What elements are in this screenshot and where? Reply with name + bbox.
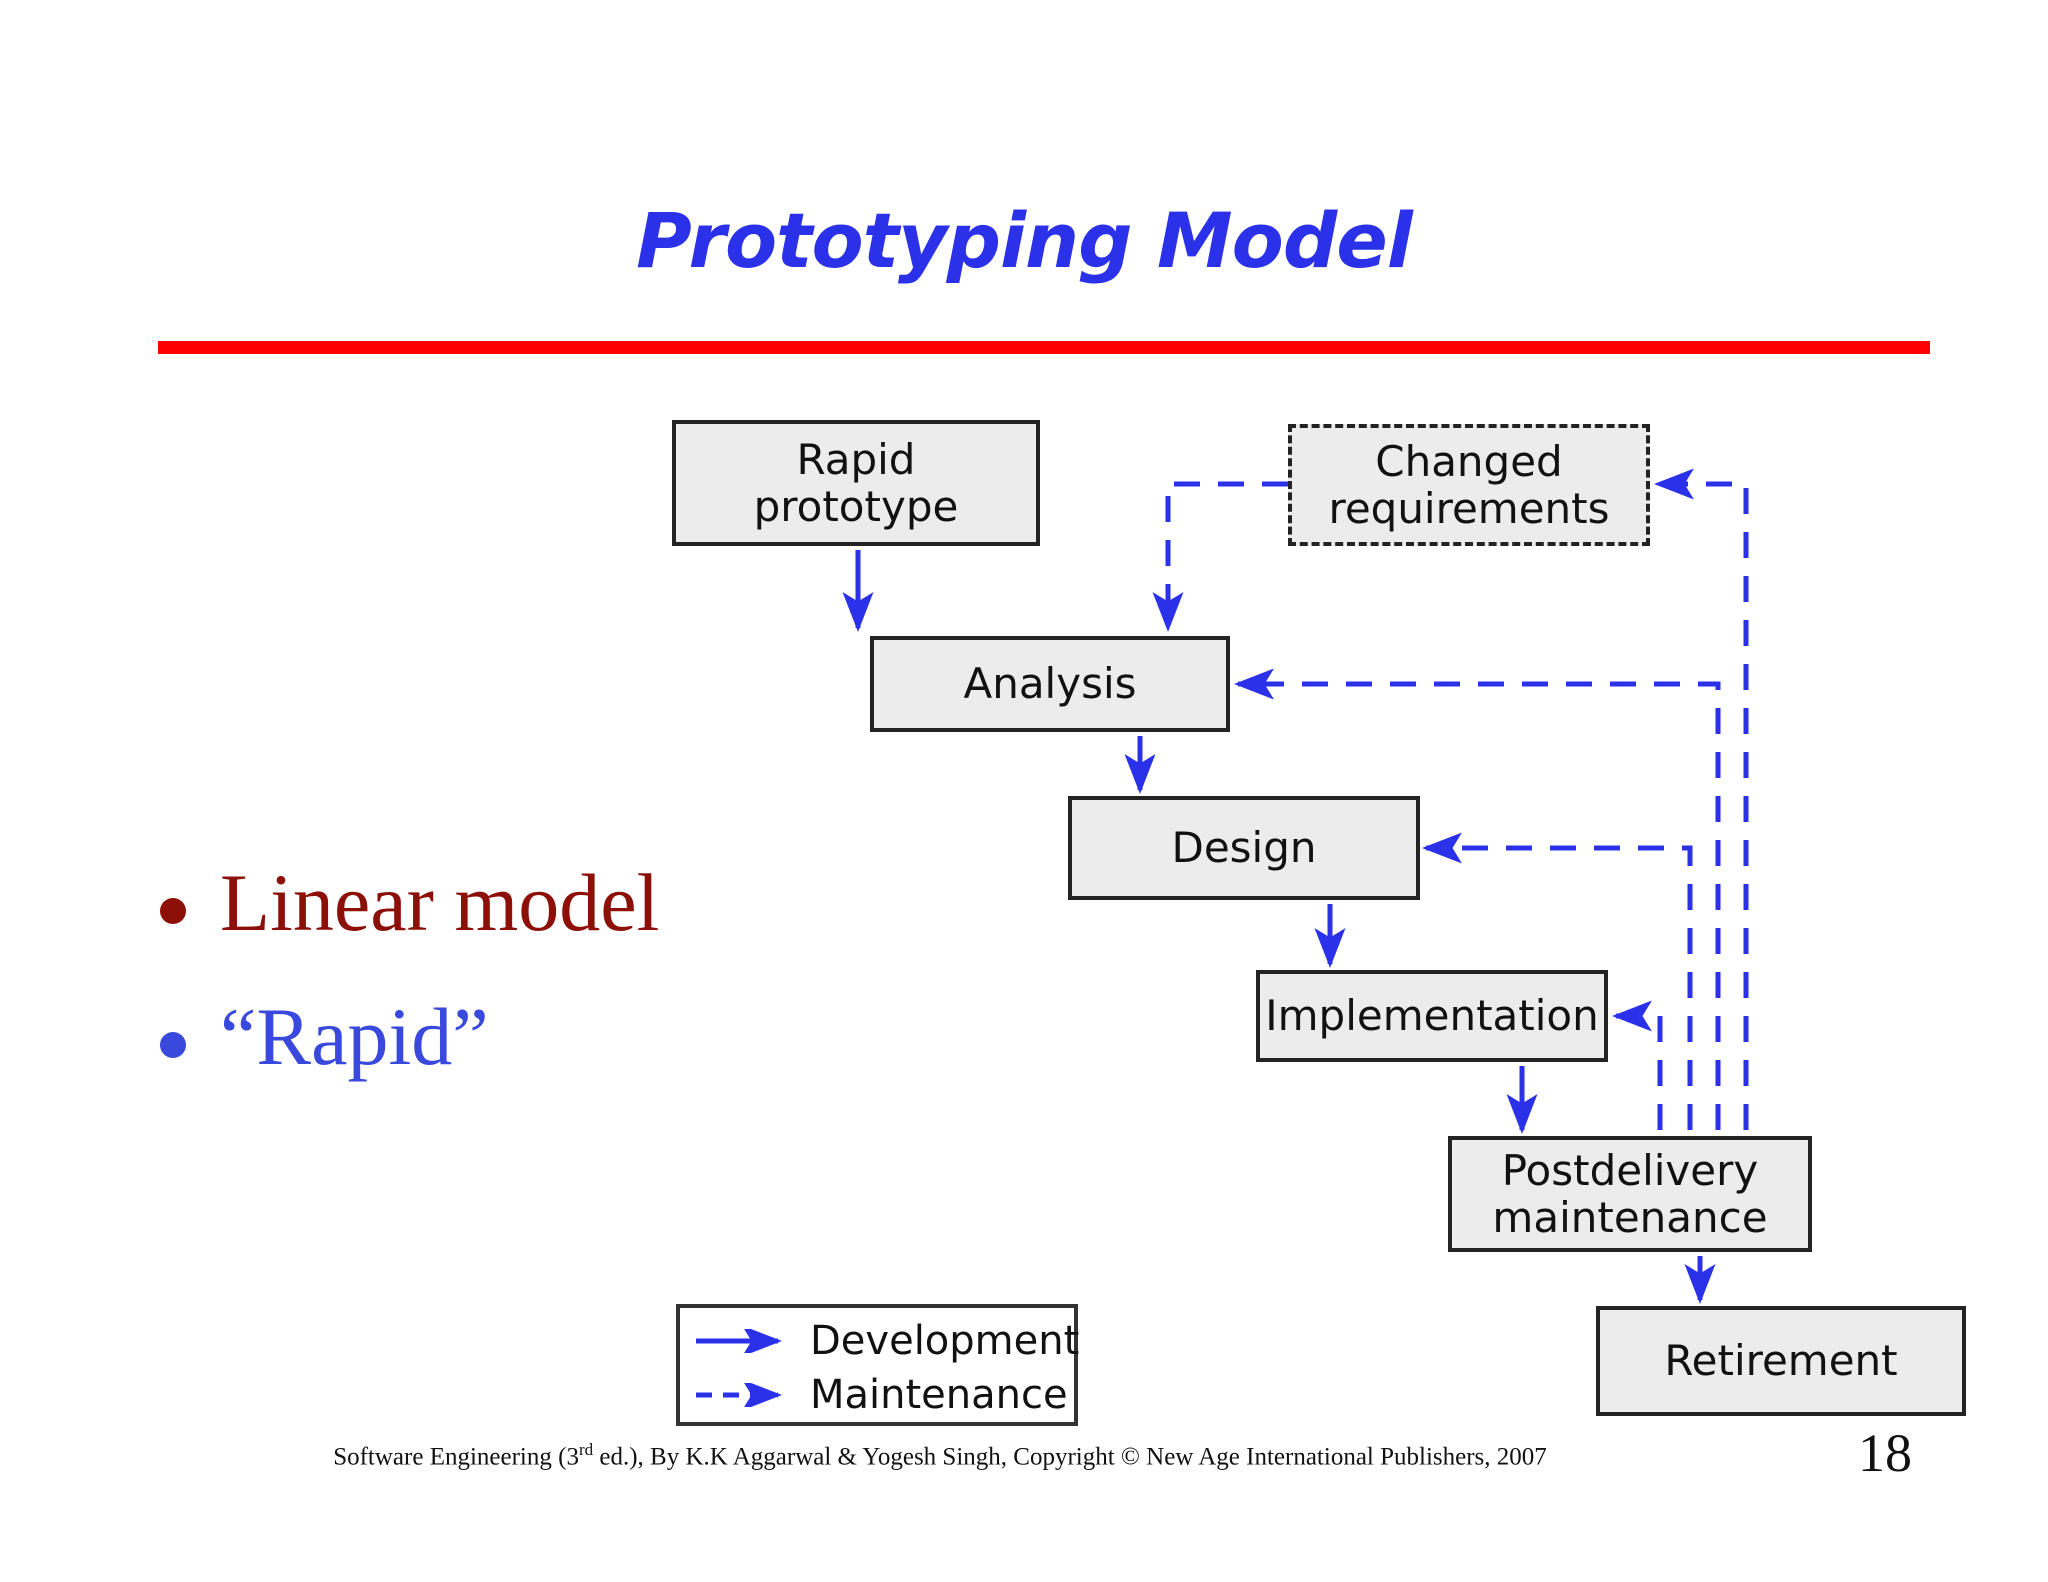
node-label: Changed requirements: [1328, 436, 1610, 533]
page-title: Prototyping Model: [636, 196, 1413, 285]
node-label: Postdelivery maintenance: [1492, 1145, 1768, 1242]
footer-credit: Software Engineering (3rd ed.), By K.K A…: [0, 1440, 1880, 1471]
legend-item-maintenance: Maintenance: [694, 1368, 1074, 1422]
bullet-text: “Rapid”: [220, 991, 489, 1082]
node-implementation[interactable]: Implementation: [1256, 970, 1608, 1062]
diagram-legend: Development Maintenance: [676, 1304, 1079, 1426]
page-number: 18: [1858, 1423, 1912, 1483]
node-label: Design: [1171, 823, 1317, 873]
list-item: Linear model: [160, 862, 980, 944]
node-rapid-prototype[interactable]: Rapid prototype: [672, 420, 1040, 546]
bullet-dot-icon: [160, 1032, 186, 1058]
title-divider-rule: [158, 341, 1930, 354]
node-label: Analysis: [963, 659, 1137, 709]
list-item: “Rapid”: [160, 996, 980, 1078]
node-postdelivery-maintenance[interactable]: Postdelivery maintenance: [1448, 1136, 1812, 1252]
footer-credit-ordinal: rd: [578, 1440, 594, 1459]
node-analysis[interactable]: Analysis: [870, 636, 1230, 732]
legend-label: Maintenance: [810, 1372, 1068, 1418]
bullet-dot-icon: [160, 898, 186, 924]
node-changed-requirements[interactable]: Changed requirements: [1288, 424, 1650, 546]
node-design[interactable]: Design: [1068, 796, 1420, 900]
solid-arrow-icon: [694, 1325, 798, 1357]
bullet-text: Linear model: [220, 857, 660, 948]
node-label: Rapid prototype: [753, 434, 959, 531]
footer-credit-suffix: ed.), By K.K Aggarwal & Yogesh Singh, Co…: [593, 1443, 1547, 1471]
edge-postdelivery-to-implementation: [1611, 1000, 1663, 1130]
legend-label: Development: [810, 1318, 1080, 1364]
bullet-list: Linear model “Rapid”: [160, 862, 980, 1130]
edge-postdelivery-to-analysis: [1233, 668, 1721, 1130]
legend-item-development: Development: [694, 1314, 1079, 1368]
node-label: Implementation: [1265, 991, 1599, 1041]
node-label: Retirement: [1664, 1336, 1898, 1386]
edge-postdelivery-to-changed-requirements: [1653, 468, 1749, 1130]
footer-credit-prefix: Software Engineering (3: [333, 1443, 579, 1471]
dashed-arrow-icon: [694, 1379, 798, 1411]
edge-changed-requirements-to-analysis: [1152, 481, 1288, 633]
node-retirement[interactable]: Retirement: [1596, 1306, 1966, 1416]
